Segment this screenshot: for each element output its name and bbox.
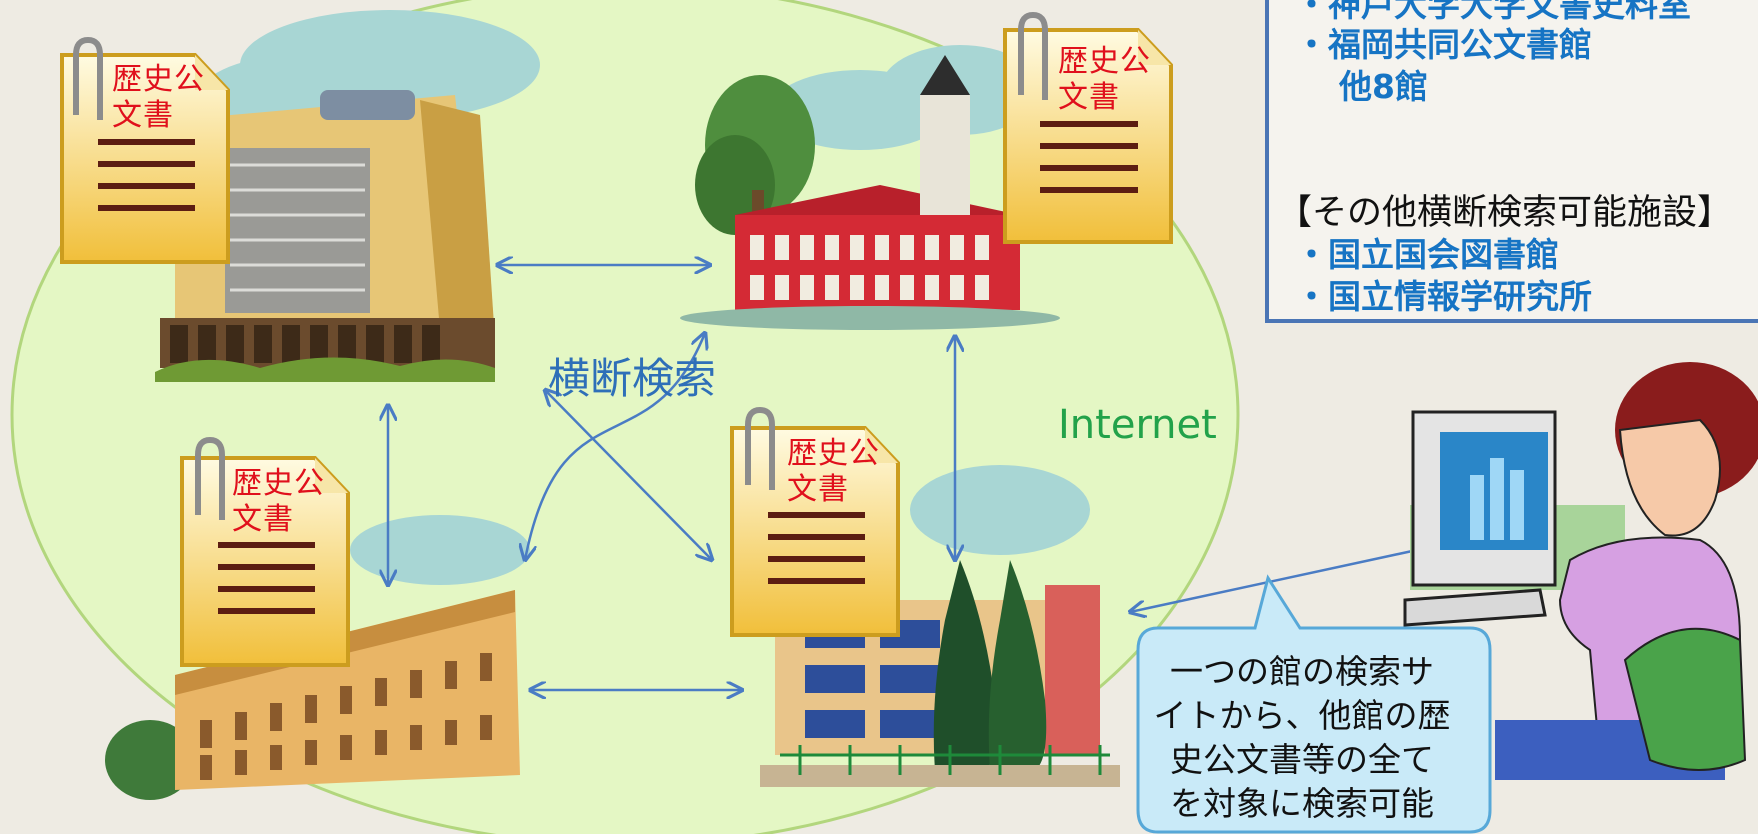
member-facility-line: ・神戸大学大学文書史料室 <box>1295 0 1691 24</box>
woman-at-computer-icon <box>1403 362 1758 780</box>
paperclip-document-icon <box>1003 11 1173 244</box>
arrow-curve <box>525 333 705 560</box>
document-label: 歴史公 文書 <box>1058 44 1151 116</box>
document-label-line: 歴史公 <box>112 62 205 97</box>
document-label-line: 歴史公 <box>232 466 325 501</box>
campus-building-icon <box>105 590 520 800</box>
document-label: 歴史公 文書 <box>232 466 325 538</box>
facility-info-box: ・神戸大学大学文書史料室 ・福岡共同公文書館 他8館 【その他横断検索可能施設】… <box>1265 0 1758 323</box>
other-facility-line: ・国立国会図書館 <box>1295 235 1559 274</box>
other-facilities-heading: 【その他横断検索可能施設】 <box>1277 193 1733 233</box>
other-facility-line: ・国立情報学研究所 <box>1295 277 1592 316</box>
connection-arrows <box>388 265 1440 690</box>
callout-line: を対象に検索可能 <box>1170 784 1434 823</box>
paperclip-document-icon <box>60 36 230 264</box>
callout-line: 史公文書等の全て <box>1170 740 1434 779</box>
document-label-line: 文書 <box>787 472 849 507</box>
document-label-line: 歴史公 <box>1058 44 1151 79</box>
document-label-line: 文書 <box>1058 80 1120 115</box>
document-label-line: 歴史公 <box>787 436 880 471</box>
document-label-line: 文書 <box>232 502 294 537</box>
callout-line: 一つの館の検索サ <box>1170 652 1434 691</box>
member-facility-line: ・福岡共同公文書館 <box>1295 25 1592 64</box>
cross-search-label: 横断検索 <box>548 354 717 403</box>
paperclip-document-icon <box>180 436 350 667</box>
document-label-line: 文書 <box>112 98 174 133</box>
internet-label: Internet <box>1058 402 1217 448</box>
document-label: 歴史公 文書 <box>787 436 880 508</box>
member-facility-line: 他8館 <box>1339 67 1428 106</box>
callout-line: イトから、他館の歴 <box>1153 696 1451 735</box>
town-hall-icon <box>680 55 1060 330</box>
callout-bubble <box>1136 574 1492 834</box>
paperclip-document-icon <box>730 406 900 637</box>
document-label: 歴史公 文書 <box>112 62 205 134</box>
callout-text: 一つの館の検索サ イトから、他館の歴 史公文書等の全て を対象に検索可能 <box>1132 650 1472 826</box>
arrow-user <box>1130 545 1440 612</box>
